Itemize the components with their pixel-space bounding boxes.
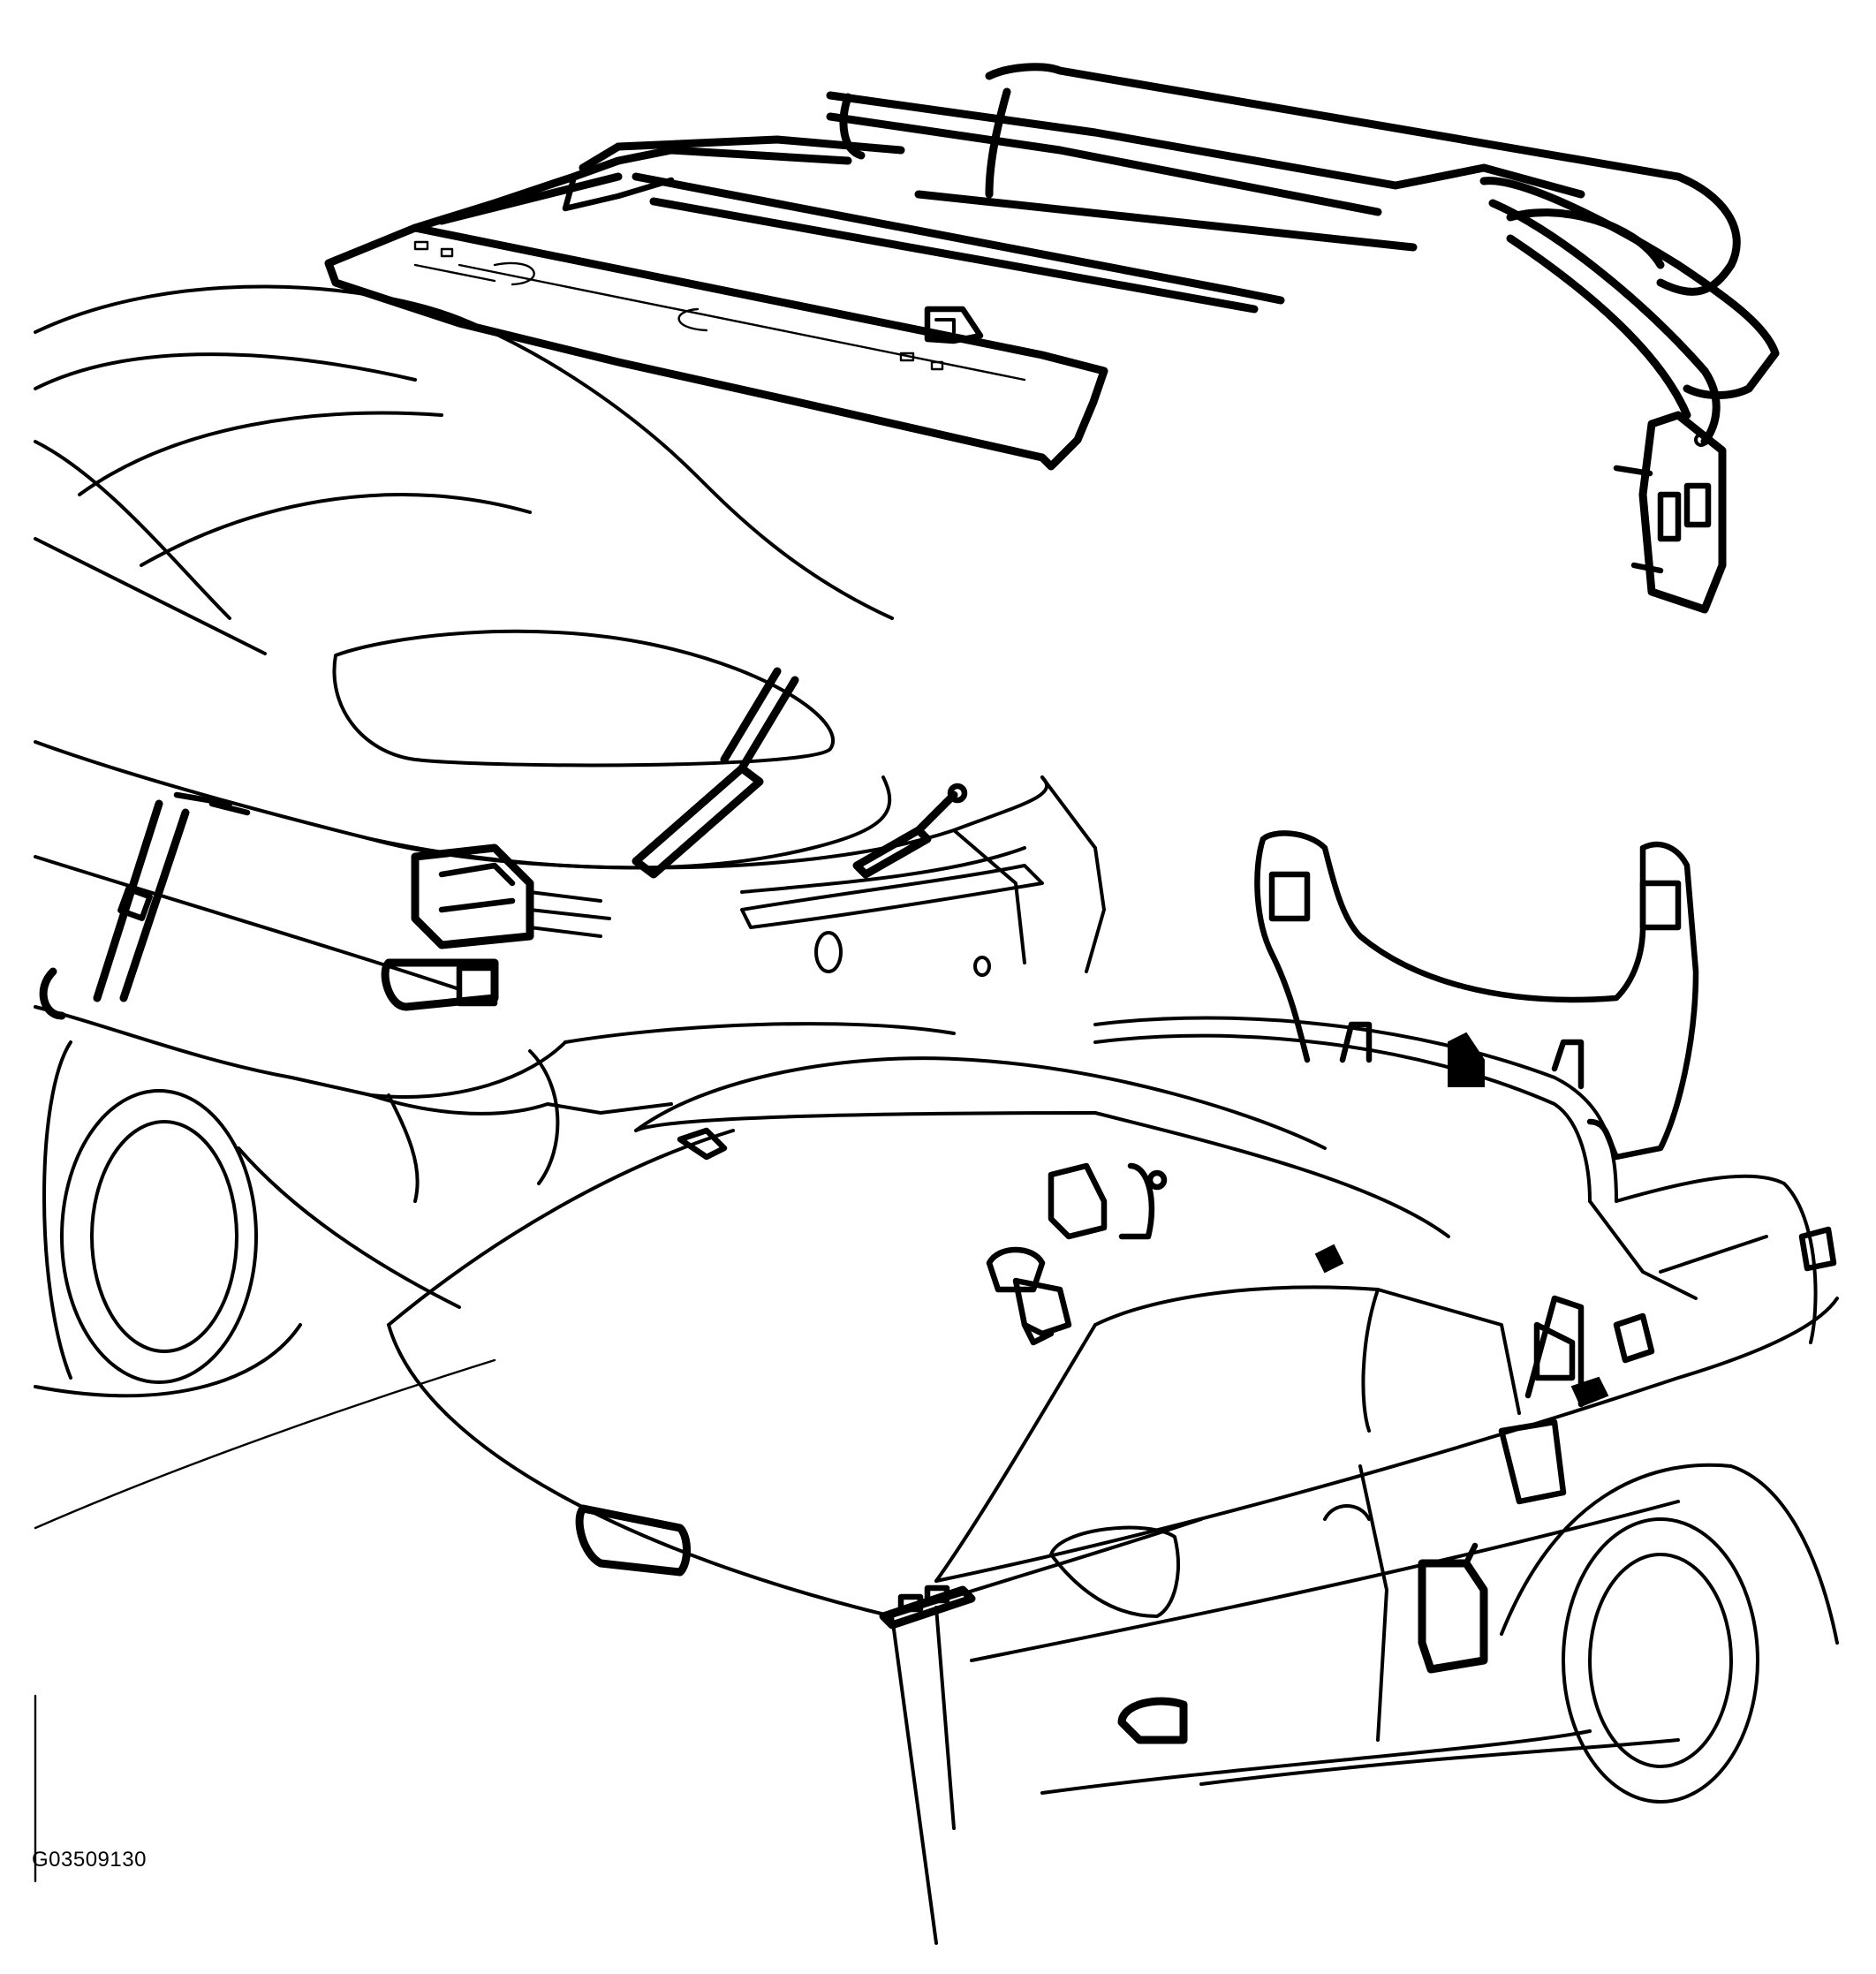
sill-control-module	[1117, 1697, 1188, 1744]
header-striker	[986, 1246, 1072, 1346]
rear-window	[332, 629, 835, 768]
windshield-header-latch	[1048, 1162, 1168, 1240]
cross-bar	[632, 172, 1285, 305]
rear-quarter-actuator	[1533, 1312, 1655, 1381]
top-storage-cradle	[1259, 830, 1699, 1161]
windshield	[634, 1056, 1327, 1150]
pivot-mount-plate	[1638, 411, 1727, 614]
door-switch-module	[1418, 1542, 1488, 1674]
side-mirror	[1049, 1525, 1180, 1618]
quarter-arch	[1479, 177, 1780, 399]
front-vehicle	[387, 830, 1839, 1945]
rear-hoop	[985, 63, 1741, 296]
front-car-wheel	[1562, 1517, 1759, 1804]
lift-strut	[93, 799, 190, 1002]
figure-code-label: G03509130	[32, 1848, 147, 1872]
hydraulic-cylinder-right	[852, 826, 932, 879]
a-pillar-relay-block	[879, 1584, 976, 1630]
top-frame	[324, 63, 1780, 614]
hydraulic-cylinder-left	[632, 764, 764, 879]
hydraulic-pump-unit	[381, 843, 611, 1011]
front-bow	[579, 135, 905, 172]
left-side-rail	[411, 146, 852, 232]
windshield-control-module	[575, 1504, 691, 1577]
rear-wheel	[42, 1040, 258, 1384]
rear-vehicle	[34, 284, 1106, 1398]
rear-bow	[826, 91, 1585, 199]
frame-pivot-bracket	[924, 306, 984, 344]
